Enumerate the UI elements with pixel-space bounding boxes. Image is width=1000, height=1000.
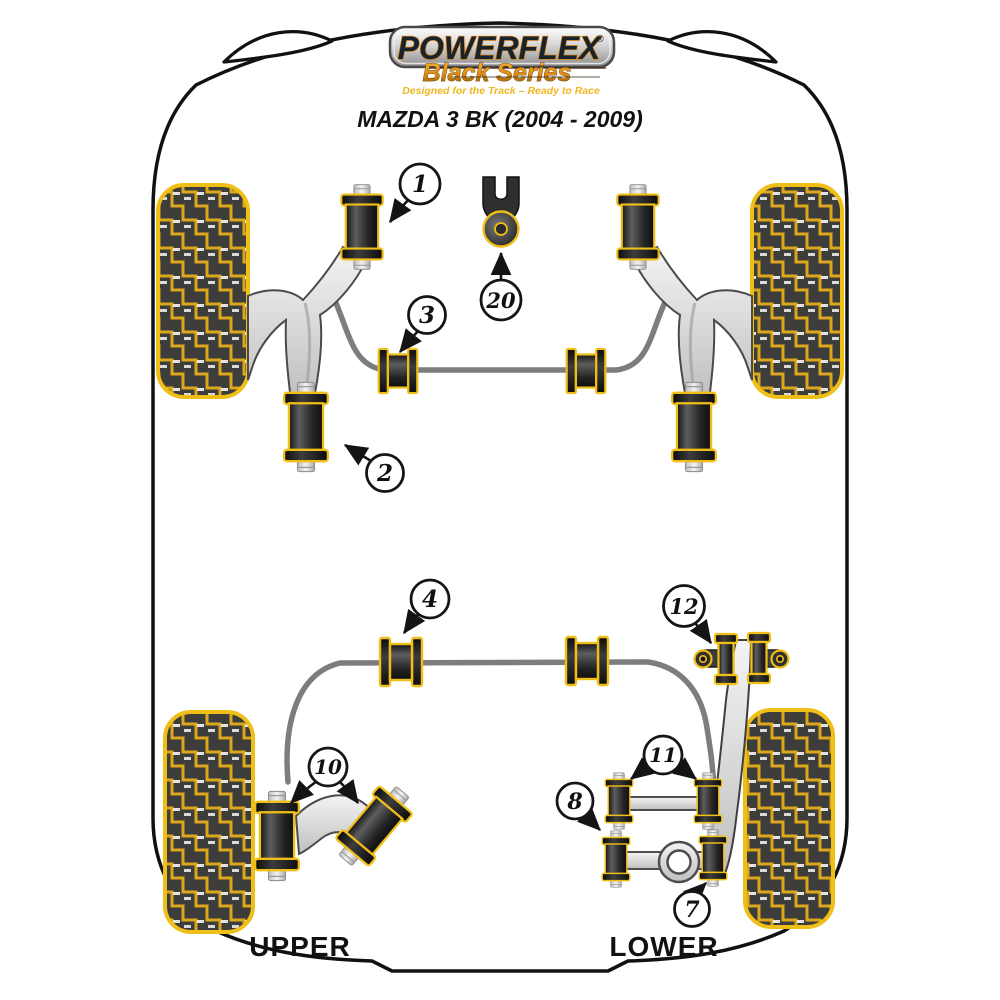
front-right-tire	[750, 183, 844, 399]
callout-10: 10	[307, 746, 349, 788]
callout-8: 8	[555, 781, 595, 821]
brand-name-text: POWERFLEX	[398, 30, 602, 66]
rear-anti-roll-bar	[284, 659, 717, 793]
callout-8-number: 8	[566, 789, 582, 815]
car-body-outline	[151, 21, 849, 973]
arrow-12	[689, 618, 713, 645]
callout-10-number: 10	[314, 755, 342, 779]
bushing-3-front-arb-right	[565, 347, 607, 395]
brand-tagline-text: Designed for the Track – Ready to Race	[402, 85, 600, 97]
bushing-1-front-upper-arm-right	[616, 183, 660, 271]
bushing-8-lower-link-inner	[601, 830, 631, 888]
bushing-2-front-lower-arm-right	[671, 381, 717, 473]
series-text: Black Series	[423, 59, 572, 87]
arrow-2	[343, 443, 372, 466]
brand-logo: POWERFLEX ® Black Series Designed for th…	[388, 25, 616, 97]
engine-mount-part	[482, 176, 520, 248]
bushing-4-rear-arb-left	[378, 636, 424, 688]
bushing-2-front-lower-arm	[283, 381, 329, 473]
callout-7: 7	[673, 890, 711, 928]
front-anti-roll-bar	[330, 293, 670, 373]
arrow-10a	[290, 779, 318, 804]
bushing-10-rear-upper-arm-outer	[254, 790, 300, 882]
lower-section-label: LOWER	[609, 931, 718, 962]
callout-1: 1	[398, 162, 442, 206]
bushing-11-upper-link-inner	[604, 772, 634, 830]
bushing-3-front-arb-left	[377, 347, 419, 395]
registered-mark: ®	[596, 34, 604, 45]
logo-plate	[388, 25, 616, 69]
callouts: 1 2 3 20 4 12 10 11	[307, 162, 711, 928]
right-headlight-outline	[666, 30, 778, 64]
bushing-12-spool-right	[746, 631, 772, 685]
logo-plate-highlight	[393, 29, 611, 65]
upper-section-label: UPPER	[249, 931, 350, 962]
callout-11-number: 11	[649, 743, 677, 767]
vehicle-title: MAZDA 3 BK (2004 - 2009)	[357, 106, 642, 132]
bushing-11-upper-link-outer	[693, 772, 723, 830]
callout-1-number: 1	[412, 171, 428, 198]
left-headlight-outline	[222, 30, 334, 64]
lower-link-ring-hole	[666, 849, 692, 875]
callout-4-number: 4	[422, 586, 438, 613]
rear-left-tire	[163, 710, 255, 934]
bushing-1-front-upper-arm	[340, 183, 384, 271]
callout-12: 12	[662, 584, 706, 628]
mount-eye-left-hole	[698, 654, 707, 663]
front-left-tire	[156, 183, 250, 399]
callout-20-number: 20	[485, 288, 516, 313]
callout-20: 20	[479, 278, 523, 322]
bushing-12-spool-left	[713, 632, 739, 686]
bushing-7-lower-link-outer	[698, 829, 728, 887]
callout-11: 11	[642, 734, 684, 776]
callout-3-number: 3	[419, 302, 435, 329]
callout-2-number: 2	[376, 460, 393, 487]
callout-2: 2	[365, 453, 405, 493]
arrow-3	[398, 328, 422, 354]
mount-eye-right-hole	[775, 654, 784, 663]
bushing-4-rear-arb-right	[564, 635, 610, 687]
rear-right-tire	[743, 708, 835, 929]
callout-3: 3	[407, 295, 447, 335]
callout-7-number: 7	[684, 897, 700, 923]
callout-12-number: 12	[669, 594, 698, 619]
callout-4: 4	[409, 578, 451, 620]
